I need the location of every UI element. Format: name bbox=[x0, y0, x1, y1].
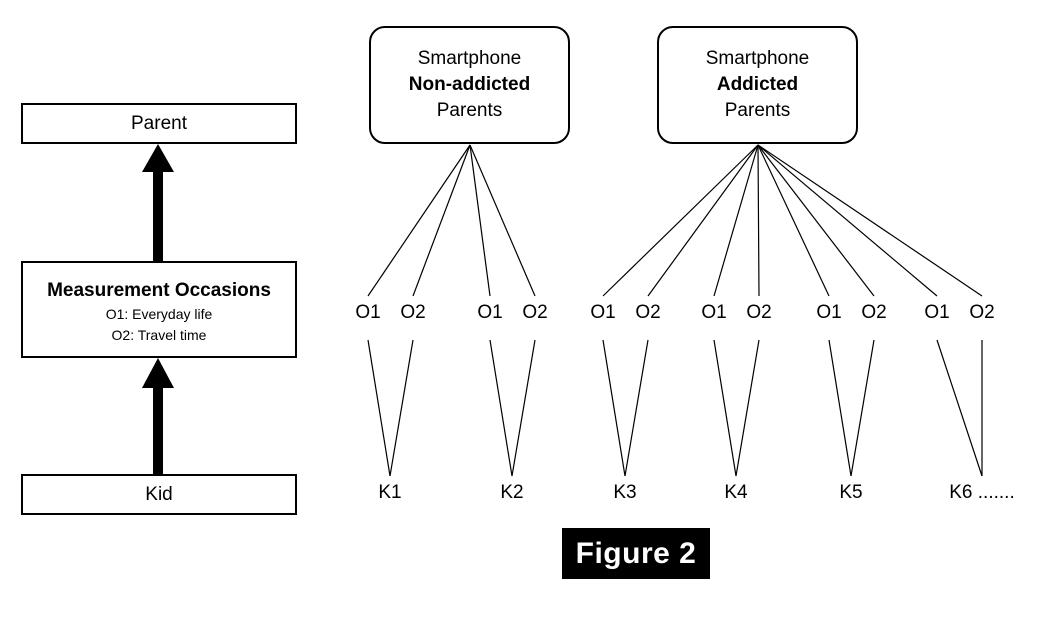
occasion-label-addicted-1-0: O1 bbox=[701, 302, 727, 323]
edge-group-addicted-to-occasion-K3-O2 bbox=[647, 144, 759, 297]
figure-caption: Figure 2 bbox=[562, 528, 710, 579]
edge-occasion-O2-to-kid-2 bbox=[850, 339, 875, 477]
edge-occasion-O1-to-kid-2 bbox=[828, 339, 852, 477]
edge-group-addicted-to-occasion-K4-O1 bbox=[713, 144, 759, 297]
edge-occasion-O2-to-kid-0 bbox=[389, 339, 414, 477]
group-line-3: Parents bbox=[724, 100, 791, 121]
kid-label-1-2: K5 bbox=[839, 482, 863, 503]
group-line-2: Non-addicted bbox=[408, 74, 531, 95]
edge-group-addicted-to-occasion-K4-O2 bbox=[757, 144, 760, 297]
group-line-2: Addicted bbox=[716, 74, 799, 95]
measurement-occasions-box: Measurement Occasions O1: Everyday life … bbox=[21, 261, 297, 358]
occasion-label-non-addicted-0-1: O2 bbox=[400, 302, 426, 323]
kid-label: Kid bbox=[145, 483, 173, 505]
edge-group-non-addicted-to-occasion-K1-O1 bbox=[367, 144, 471, 297]
occasion-label-non-addicted-1-0: O1 bbox=[477, 302, 503, 323]
kid-label-1-1: K4 bbox=[724, 482, 748, 503]
group-box-addicted: Smartphone Addicted Parents bbox=[657, 26, 858, 144]
occasion-label-addicted-0-1: O2 bbox=[635, 302, 661, 323]
occasion-label-addicted-3-0: O1 bbox=[924, 302, 950, 323]
occasion-label-addicted-2-0: O1 bbox=[816, 302, 842, 323]
edge-occasion-O1-to-kid-3 bbox=[936, 339, 983, 477]
edge-occasion-O2-to-kid-0 bbox=[624, 339, 649, 477]
edge-group-addicted-to-occasion-K5-O1 bbox=[757, 144, 830, 297]
occasion-label-non-addicted-0-0: O1 bbox=[355, 302, 381, 323]
kid-label-0-1: K2 bbox=[500, 482, 524, 503]
edge-occasion-O1-to-kid-0 bbox=[602, 339, 626, 477]
kid-label-1-3: K6 ....... bbox=[949, 482, 1015, 503]
edge-group-non-addicted-to-occasion-K2-O2 bbox=[469, 144, 536, 297]
group-line-1: Smartphone bbox=[705, 48, 810, 69]
occasion-label-addicted-2-1: O2 bbox=[861, 302, 887, 323]
kid-label-0-0: K1 bbox=[378, 482, 402, 503]
measurement-occasions-title: Measurement Occasions bbox=[47, 279, 271, 301]
edge-group-non-addicted-to-occasion-K2-O1 bbox=[469, 144, 491, 297]
measurement-occasion-1-label: O1: Everyday life bbox=[105, 305, 213, 322]
occasion-label-non-addicted-1-1: O2 bbox=[522, 302, 548, 323]
edge-occasion-O2-to-kid-1 bbox=[511, 339, 536, 477]
occasion-label-addicted-3-1: O2 bbox=[969, 302, 995, 323]
group-line-3: Parents bbox=[436, 100, 503, 121]
edge-group-addicted-to-occasion-K6 .......-O1 bbox=[757, 144, 938, 297]
occasion-label-addicted-1-1: O2 bbox=[746, 302, 772, 323]
parent-label: Parent bbox=[131, 112, 187, 134]
parent-box: Parent bbox=[21, 103, 297, 144]
measurement-occasion-2-label: O2: Travel time bbox=[111, 326, 207, 343]
kid-box: Kid bbox=[21, 474, 297, 515]
group-line-1: Smartphone bbox=[417, 48, 522, 69]
group-box-non-addicted: Smartphone Non-addicted Parents bbox=[369, 26, 570, 144]
kid-label-1-0: K3 bbox=[613, 482, 637, 503]
edge-group-non-addicted-to-occasion-K1-O2 bbox=[412, 144, 471, 297]
edge-occasion-O1-to-kid-1 bbox=[713, 339, 737, 477]
occasion-label-addicted-0-0: O1 bbox=[590, 302, 616, 323]
edge-group-addicted-to-occasion-K6 .......-O2 bbox=[757, 144, 983, 297]
edge-occasion-O1-to-kid-0 bbox=[367, 339, 391, 477]
edge-group-addicted-to-occasion-K5-O2 bbox=[757, 144, 875, 297]
edge-occasion-O2-to-kid-1 bbox=[735, 339, 760, 477]
edge-occasion-O1-to-kid-1 bbox=[489, 339, 513, 477]
edge-group-addicted-to-occasion-K3-O1 bbox=[602, 144, 759, 297]
